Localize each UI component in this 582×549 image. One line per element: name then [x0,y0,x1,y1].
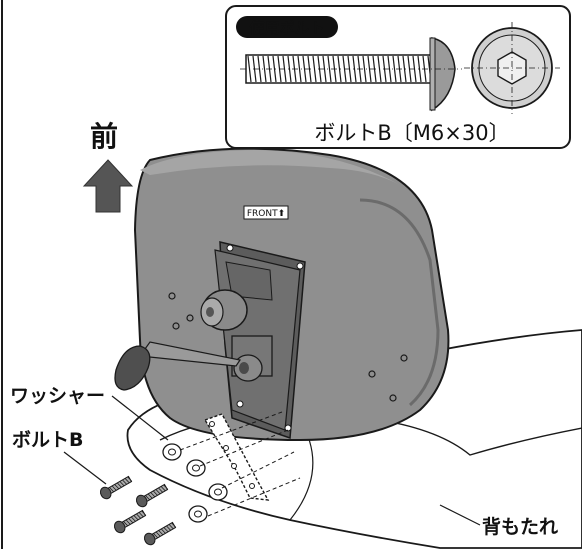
bolt-caption: ボルトB〔M6×30〕 [314,121,509,145]
washer-icon [186,459,206,477]
washers [162,443,228,523]
front-sticker [243,205,289,220]
backrest-label: 背もたれ [482,515,558,538]
mount-pad [203,413,270,501]
bolt-label: ボルトB [12,429,83,451]
bolt-tag: 使用ボルト [248,19,324,37]
bolt-icon [99,475,133,500]
bolt-end-icon [464,22,560,114]
backrest-leader [439,504,481,526]
washer-label: ワッシャー [10,385,105,407]
bolts [99,475,177,546]
bolt-side-icon [240,37,462,112]
tilt-mechanism [114,241,306,440]
bolt-leader [63,451,107,485]
bolt-icon [135,483,169,508]
washer-icon [188,505,208,523]
washer-leader [111,395,169,441]
bolt-inset: 使用ボルト ボルトB〔M6×30〕 [225,5,571,149]
bolt-tag-bg [236,16,338,38]
front-arrow-icon [82,159,134,213]
front-label: 前 [90,120,118,153]
lever-handle [114,345,151,391]
washer-icon [162,443,182,461]
bolt-icon [113,509,147,534]
bolt-icon [143,521,177,546]
svg-text:FRONT⬆: FRONT⬆ [247,209,285,219]
